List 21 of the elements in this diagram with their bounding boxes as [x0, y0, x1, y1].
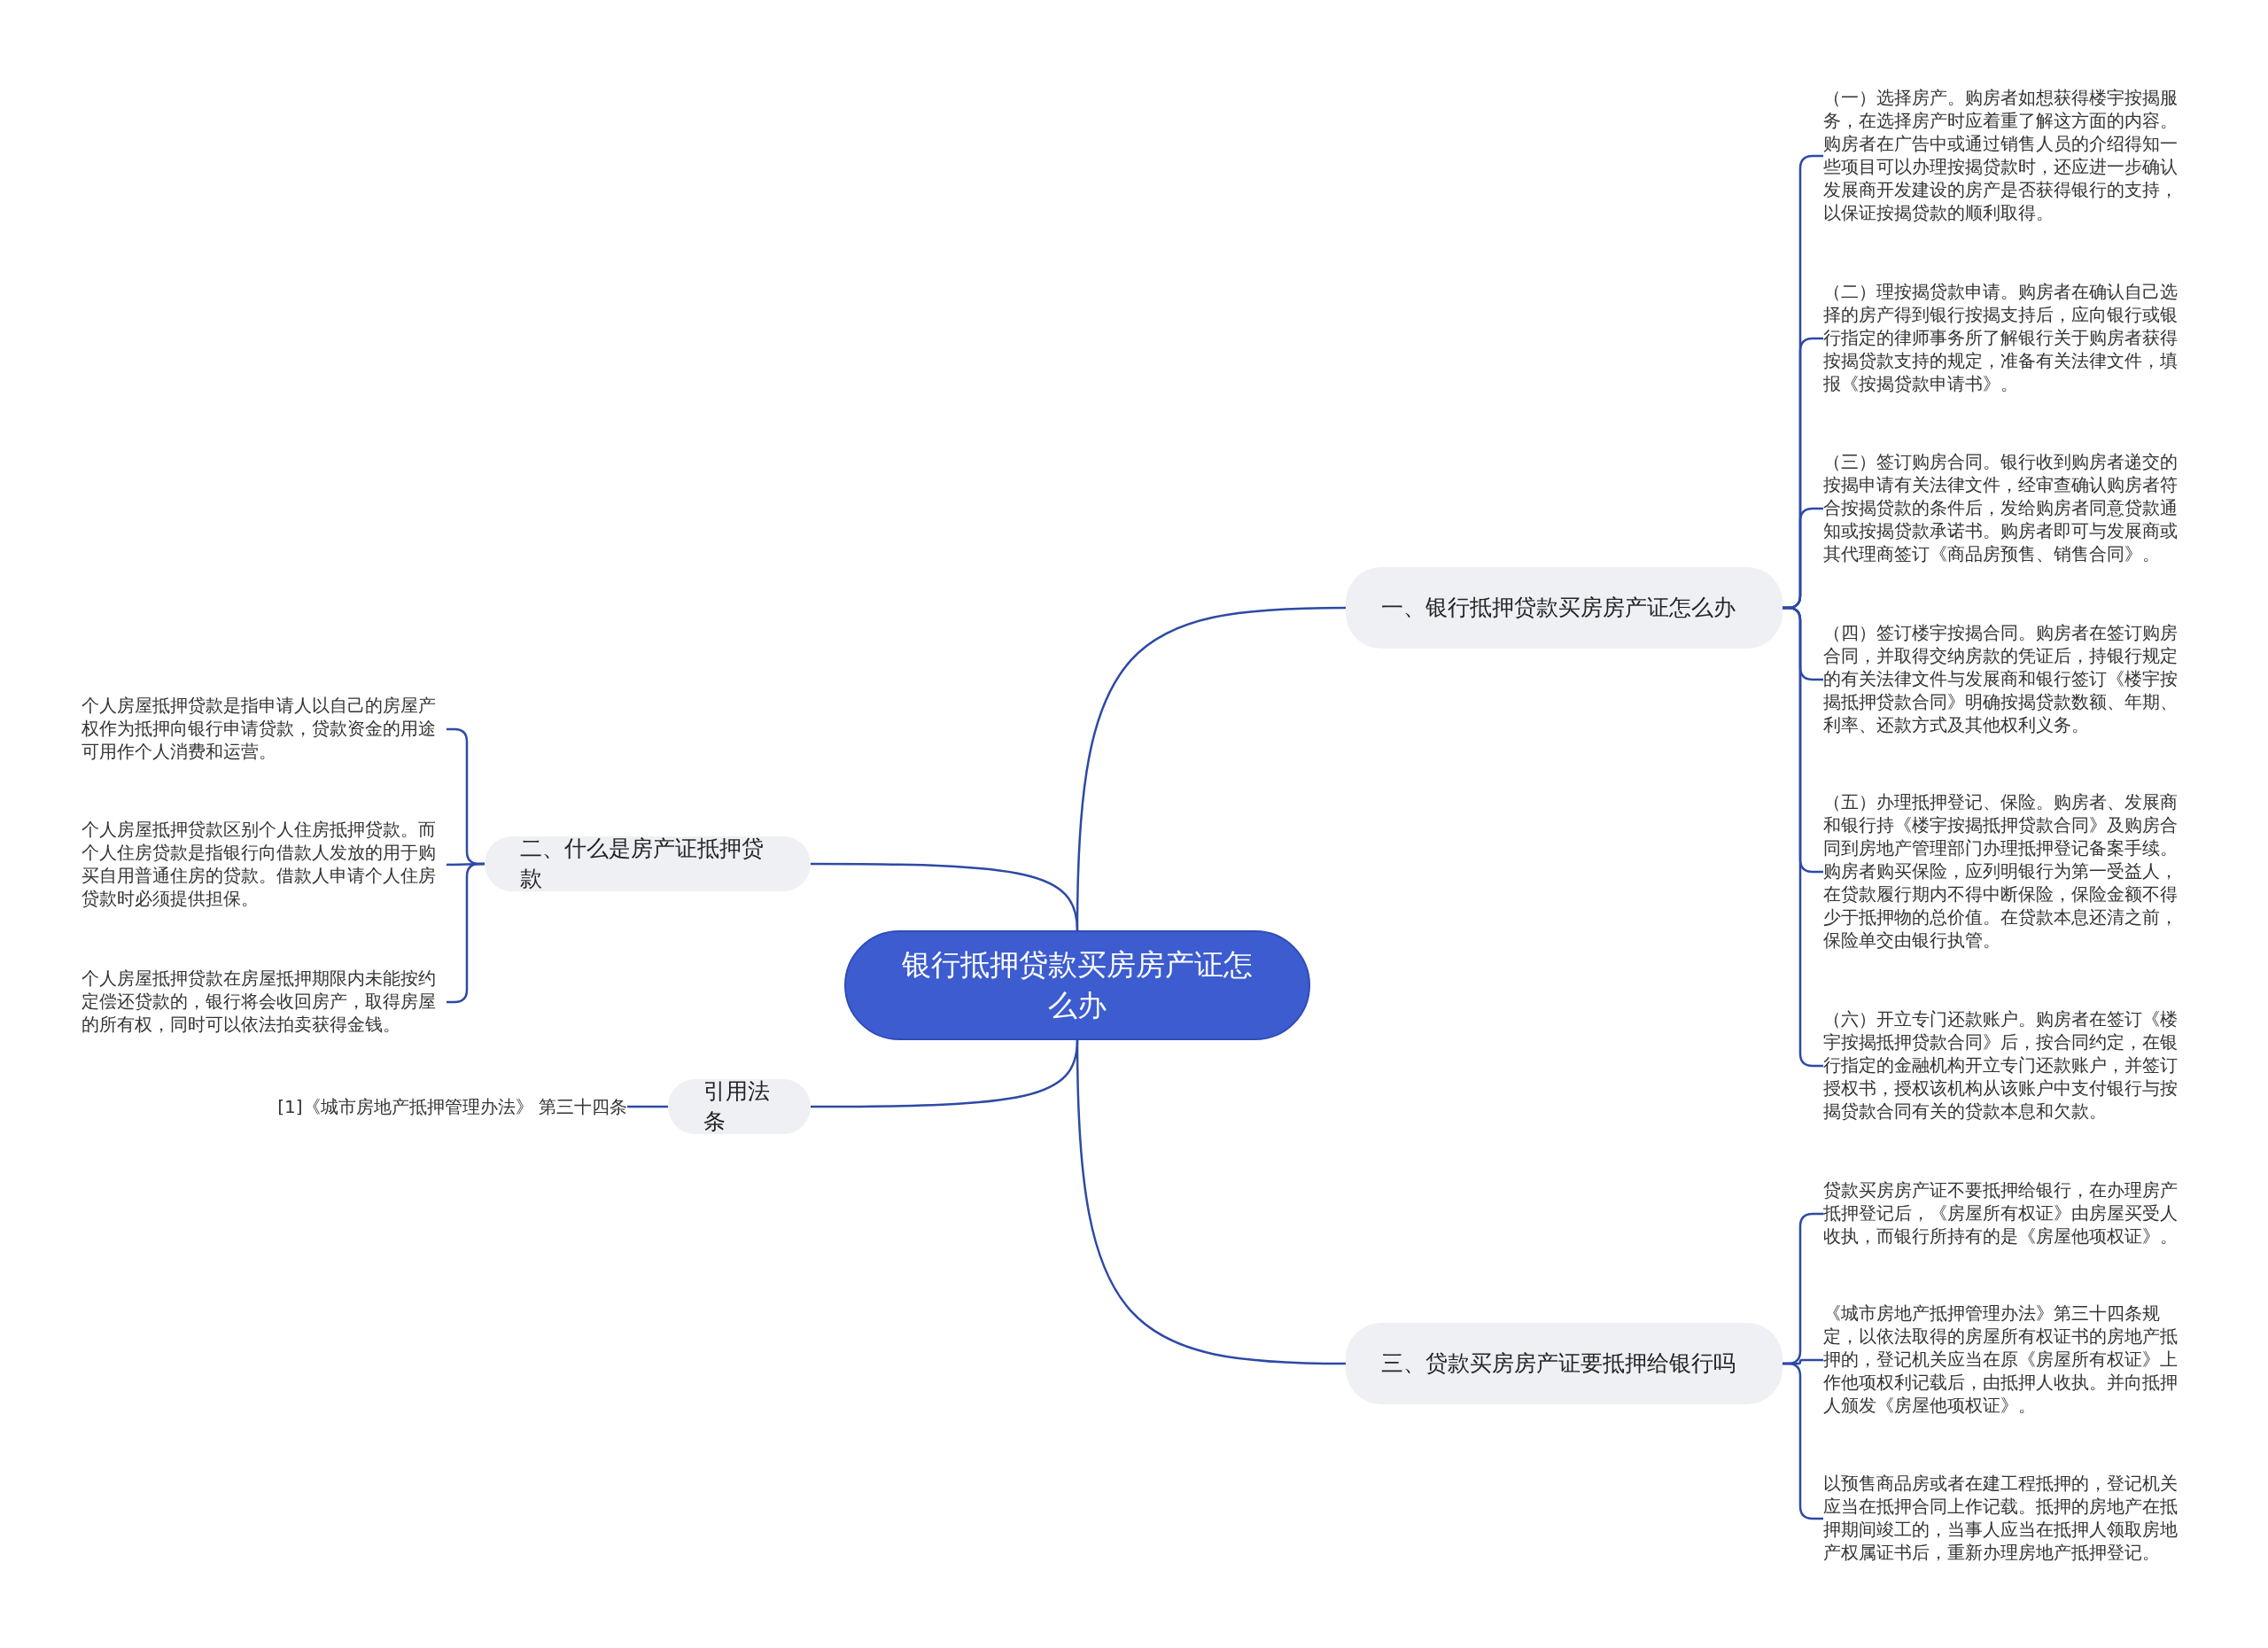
topic-node: 三、贷款买房房产证要抵押给银行吗	[1346, 1323, 1783, 1404]
citation-text: [1]《城市房地产抵押管理办法》 第三十四条	[266, 1094, 627, 1119]
connector-line	[1076, 1039, 1347, 1365]
note-text: （四）签订楼宇按揭合同。购房者在签订购房合同，并取得交纳房款的凭证后，持银行规定的有关法律文件与发展商和银行签订《楼宇按揭抵押贷款合同》明确按揭贷款数额、年期、利率、还款方式及其他权利义务。	[1823, 622, 2188, 737]
central-topic: 银行抵押贷款买房房产证怎么办	[844, 930, 1310, 1040]
note-text: （三）签订购房合同。银行收到购房者递交的按揭申请有关法律文件，经审查确认购房者符合按揭贷款的条件后，发给购房者同意贷款通知或按揭贷款承诺书。购房者即可与发展商或其代理商签订《商品房预售、销售合同》。	[1823, 451, 2188, 566]
note-text: 以预售商品房或者在建工程抵押的，登记机关应当在抵押合同上作记载。抵押的房地产在抵押期间竣工的，当事人应当在抵押人领取房地产权属证书后，重新办理房地产抵押登记。	[1823, 1473, 2188, 1565]
note-text: （六）开立专门还款账户。购房者在签订《楼宇按揭抵押贷款合同》后，按合同约定，在银行指定的金融机构开立专门还款账户，并签订授权书，授权该机构从该账户中支付银行与按揭贷款合同有关的贷款本息和欠款。	[1823, 1008, 2188, 1123]
note-text: （一）选择房产。购房者如想获得楼宇按揭服务，在选择房产时应着重了解这方面的内容。购房者在广告中或通过销售人员的介绍得知一些项目可以办理按揭贷款时，还应进一步确认发展商开发建设的房产是否获得银行的支持，以保证按揭贷款的顺利取得。	[1823, 87, 2188, 225]
note-text: 个人房屋抵押贷款区别个人住房抵押贷款。而个人住房贷款是指银行向借款人发放的用于购买自用普通住房的贷款。借款人申请个人住房贷款时必须提供担保。	[82, 819, 447, 911]
topic-node: 一、银行抵押贷款买房房产证怎么办	[1346, 567, 1783, 649]
note-text: 个人房屋抵押贷款是指申请人以自己的房屋产权作为抵押向银行申请贷款，贷款资金的用途可用作个人消费和运营。	[82, 695, 447, 764]
note-text: （五）办理抵押登记、保险。购房者、发展商和银行持《楼宇按揭抵押贷款合同》及购房合同到房地产管理部门办理抵押登记备案手续。购房者购买保险，应列明银行为第一受益人，在贷款履行期内不得中断保险，保险金额不得少于抵押物的总价值。在贷款本息还清之前，保险单交由银行执管。	[1823, 791, 2188, 952]
note-text: 贷款买房房产证不要抵押给银行，在办理房产抵押登记后，《房屋所有权证》由房屋买受人收执，而银行所持有的是《房屋他项权证》。	[1823, 1179, 2188, 1248]
connector-line	[627, 1105, 668, 1108]
topic-node: 引用法条	[668, 1079, 811, 1134]
connector-line	[811, 862, 1079, 931]
note-text: 《城市房地产抵押管理办法》第三十四条规定，以依法取得的房屋所有权证书的房地产抵押的，登记机关应当在原《房屋所有权证》上作他项权利记载后，由抵押人收执。并向抵押人颁发《房屋他项权证》。	[1823, 1302, 2188, 1418]
note-text: （二）理按揭贷款申请。购房者在确认自己选择的房产得到银行按揭支持后，应向银行或银行指定的律师事务所了解银行关于购房者获得按揭贷款支持的规定，准备有关法律文件，填报《按揭贷款申请书》。	[1823, 281, 2188, 396]
note-text: 个人房屋抵押贷款在房屋抵押期限内未能按约定偿还贷款的，银行将会收回房产，取得房屋的所有权，同时可以依法拍卖获得金钱。	[82, 968, 447, 1037]
topic-node: 二、什么是房产证抵押贷款	[485, 836, 811, 891]
